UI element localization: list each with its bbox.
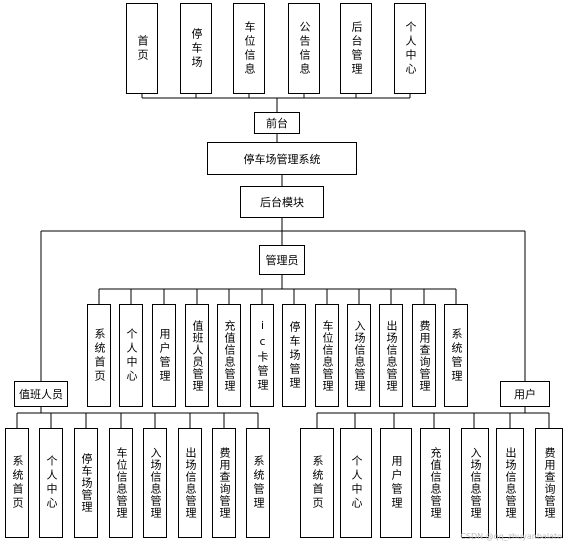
top-module-label: 首页 bbox=[136, 34, 149, 63]
duty-module-label: 系统管理 bbox=[252, 455, 265, 511]
duty-module: 个人中心 bbox=[39, 428, 63, 538]
user-module-label: 费用查询管理 bbox=[543, 447, 556, 519]
admin-module: 停车场管理 bbox=[282, 304, 306, 407]
top-module-label: 停车场 bbox=[190, 27, 203, 70]
user-module: 出场信息管理 bbox=[496, 428, 524, 538]
admin-module-label: 值班人员管理 bbox=[191, 319, 204, 392]
duty-module: 系统首页 bbox=[5, 428, 29, 538]
top-module-home: 首页 bbox=[126, 3, 158, 94]
admin-module-label: 停车场管理 bbox=[288, 320, 301, 391]
backend-node: 后台模块 bbox=[240, 186, 324, 218]
user-module: 个人中心 bbox=[340, 428, 372, 538]
admin-module-label: 用户管理 bbox=[158, 327, 171, 384]
admin-module-label: 系统管理 bbox=[450, 327, 463, 384]
user-module: 系统首页 bbox=[300, 428, 334, 538]
admin-module-label: 入场信息管理 bbox=[353, 319, 366, 392]
frontend-node: 前台 bbox=[254, 112, 300, 134]
admin-module: ic卡管理 bbox=[250, 304, 274, 407]
duty-module: 停车场管理 bbox=[74, 428, 98, 538]
top-module-personal-center: 个人中心 bbox=[394, 3, 426, 94]
admin-module-label: 系统首页 bbox=[93, 327, 106, 384]
user-node: 用户 bbox=[500, 381, 550, 407]
admin-module-label: 车位信息管理 bbox=[321, 319, 334, 392]
duty-module-label: 车位信息管理 bbox=[115, 447, 128, 519]
admin-module: 系统管理 bbox=[444, 304, 468, 407]
user-module-label: 出场信息管理 bbox=[504, 447, 517, 519]
user-module: 充值信息管理 bbox=[420, 428, 450, 538]
admin-module-label: 费用查询管理 bbox=[418, 319, 431, 392]
top-module-admin: 后台管理 bbox=[340, 3, 372, 94]
admin-module: 用户管理 bbox=[152, 304, 176, 407]
admin-module-label: 个人中心 bbox=[125, 327, 138, 384]
duty-module-label: 停车场管理 bbox=[80, 453, 93, 513]
duty-module-label: 个人中心 bbox=[45, 455, 58, 511]
top-module-label: 个人中心 bbox=[404, 20, 417, 77]
admin-module: 入场信息管理 bbox=[347, 304, 371, 407]
admin-module: 充值信息管理 bbox=[217, 304, 241, 407]
admin-module: 车位信息管理 bbox=[315, 304, 339, 407]
duty-module-label: 出场信息管理 bbox=[184, 447, 197, 519]
admin-module: 费用查询管理 bbox=[412, 304, 436, 407]
admin-module-label: 充值信息管理 bbox=[223, 319, 236, 392]
user-module-label: 系统首页 bbox=[311, 455, 324, 511]
top-module-label: 车位信息 bbox=[243, 20, 256, 77]
admin-node: 管理员 bbox=[259, 245, 305, 275]
admin-module: 值班人员管理 bbox=[185, 304, 209, 407]
user-module-label: 充值信息管理 bbox=[429, 447, 442, 519]
admin-module: 出场信息管理 bbox=[379, 304, 403, 407]
top-module-label: 公告信息 bbox=[298, 20, 311, 77]
user-module: 费用查询管理 bbox=[535, 428, 563, 538]
admin-module-label: ic卡管理 bbox=[256, 318, 269, 393]
duty-module: 费用查询管理 bbox=[212, 428, 236, 538]
user-module-label: 个人中心 bbox=[350, 455, 363, 511]
admin-module-label: 出场信息管理 bbox=[385, 319, 398, 392]
top-module-parking: 停车场 bbox=[180, 3, 212, 94]
duty-module: 出场信息管理 bbox=[178, 428, 202, 538]
admin-module: 系统首页 bbox=[87, 304, 111, 407]
duty-module-label: 系统首页 bbox=[11, 455, 24, 511]
user-module: 入场信息管理 bbox=[461, 428, 489, 538]
top-module-space-info: 车位信息 bbox=[233, 3, 265, 94]
user-module-label: 用户管理 bbox=[390, 455, 403, 511]
duty-module: 车位信息管理 bbox=[109, 428, 133, 538]
user-module: 用户管理 bbox=[380, 428, 412, 538]
top-module-label: 后台管理 bbox=[350, 20, 363, 77]
top-module-notice-info: 公告信息 bbox=[288, 3, 320, 94]
admin-module: 个人中心 bbox=[119, 304, 143, 407]
user-module-label: 入场信息管理 bbox=[469, 447, 482, 519]
system-node: 停车场管理系统 bbox=[207, 142, 357, 175]
duty-module-label: 入场信息管理 bbox=[149, 447, 162, 519]
duty-module-label: 费用查询管理 bbox=[218, 447, 231, 519]
duty-module: 入场信息管理 bbox=[143, 428, 167, 538]
duty-staff-node: 值班人员 bbox=[14, 381, 68, 407]
watermark: CSDN @qq_zhuyanbalato bbox=[460, 532, 562, 541]
duty-module: 系统管理 bbox=[246, 428, 270, 538]
